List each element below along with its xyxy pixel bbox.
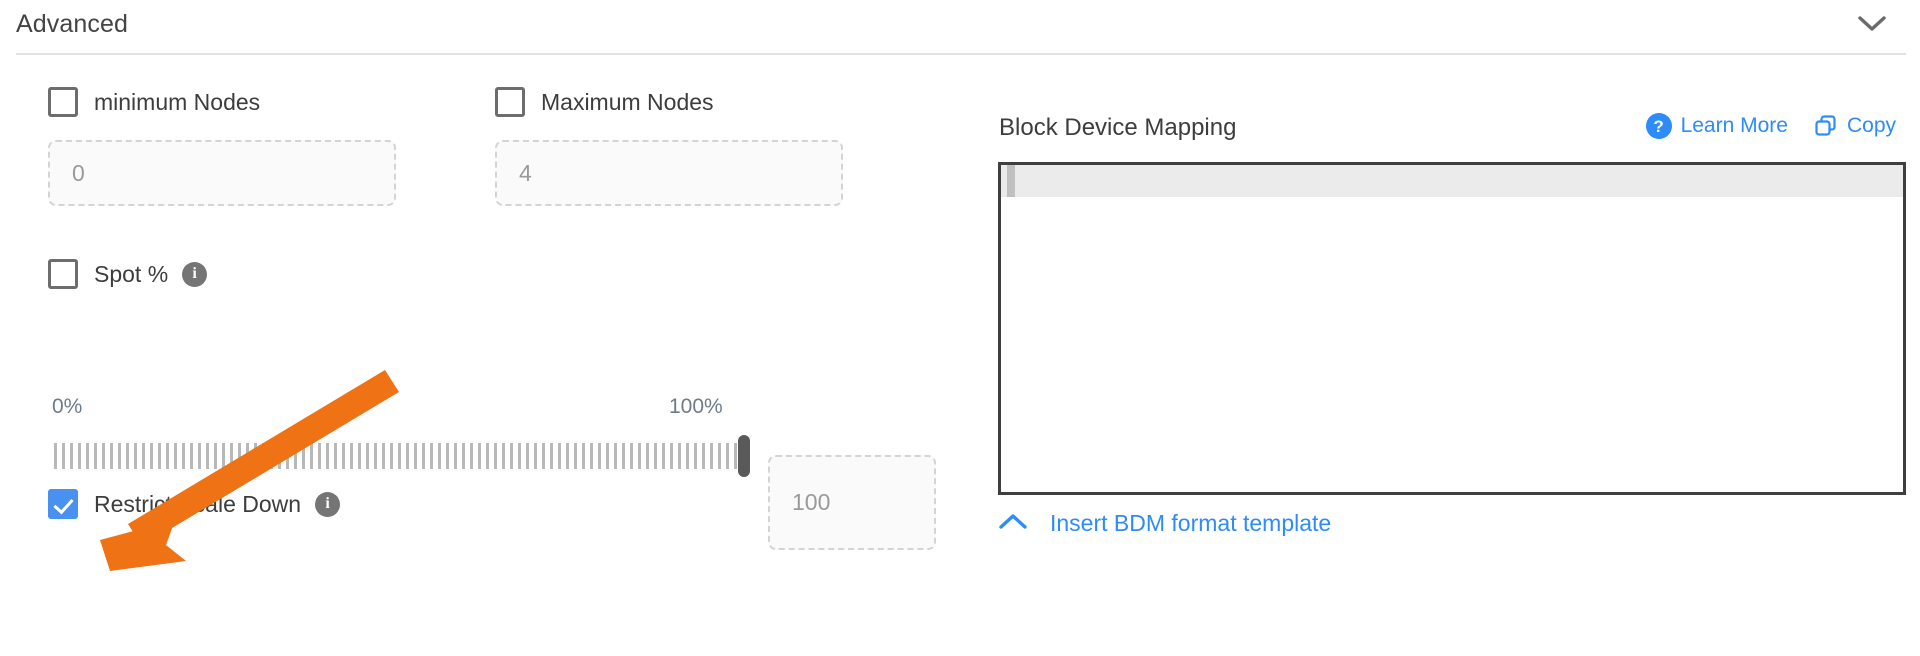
restrict-scale-down-row: Restrict Scale Down i xyxy=(48,489,341,519)
block-device-mapping-title: Block Device Mapping xyxy=(999,114,1237,141)
restrict-scale-down-info-icon[interactable]: i xyxy=(315,491,341,517)
advanced-options-pane: minimum Nodes 0 Maximum Nodes 4 Spot % i… xyxy=(0,55,960,656)
spot-percent-slider-track[interactable] xyxy=(54,443,743,469)
header-divider xyxy=(16,53,1906,55)
copy-label: Copy xyxy=(1846,114,1896,137)
editor-cursor-gutter xyxy=(1007,165,1015,197)
maximum-nodes-row: Maximum Nodes xyxy=(495,87,714,117)
learn-more-label: Learn More xyxy=(1680,114,1788,137)
chevron-down-icon xyxy=(1857,15,1887,33)
minimum-nodes-checkbox[interactable] xyxy=(48,87,78,117)
maximum-nodes-checkbox[interactable] xyxy=(495,87,525,117)
advanced-section-header: Advanced xyxy=(0,0,1920,55)
restrict-scale-down-label: Restrict Scale Down xyxy=(94,490,302,517)
spot-percent-row: Spot % i xyxy=(48,259,208,289)
maximum-nodes-input-value: 4 xyxy=(519,159,532,186)
spot-percent-label: Spot % xyxy=(94,260,169,287)
minimum-nodes-label: minimum Nodes xyxy=(94,88,261,115)
spot-percent-checkbox[interactable] xyxy=(48,259,78,289)
block-device-mapping-editor[interactable] xyxy=(998,162,1906,495)
maximum-nodes-label: Maximum Nodes xyxy=(541,88,714,115)
maximum-nodes-input[interactable]: 4 xyxy=(495,140,843,206)
spot-percent-value: 100 xyxy=(792,489,831,515)
slider-min-label: 0% xyxy=(52,395,83,418)
copy-icon xyxy=(1814,114,1838,138)
spot-percent-info-icon[interactable]: i xyxy=(182,261,208,287)
slider-max-label: 100% xyxy=(669,395,723,418)
learn-more-link[interactable]: ? Learn More xyxy=(1645,113,1788,139)
page-title: Advanced xyxy=(16,10,128,38)
question-mark-circle-icon: ? xyxy=(1645,113,1672,139)
block-device-mapping-actions: ? Learn More Copy xyxy=(1645,113,1896,139)
insert-bdm-format-template-label: Insert BDM format template xyxy=(1050,510,1332,536)
insert-bdm-format-template-link[interactable]: Insert BDM format template xyxy=(998,510,1331,537)
block-device-mapping-pane: Block Device Mapping ? Learn More Copy I… xyxy=(960,55,1920,656)
chevron-up-icon xyxy=(998,510,1028,537)
minimum-nodes-input[interactable]: 0 xyxy=(48,140,396,206)
restrict-scale-down-checkbox[interactable] xyxy=(48,489,78,519)
minimum-nodes-row: minimum Nodes xyxy=(48,87,260,117)
editor-active-line xyxy=(1001,165,1903,197)
spot-percent-slider-thumb[interactable] xyxy=(738,435,750,477)
minimum-nodes-input-value: 0 xyxy=(72,159,85,186)
copy-button[interactable]: Copy xyxy=(1814,114,1896,138)
collapse-section-button[interactable] xyxy=(1852,9,1892,39)
spot-percent-value-input[interactable]: 100 xyxy=(768,455,936,550)
